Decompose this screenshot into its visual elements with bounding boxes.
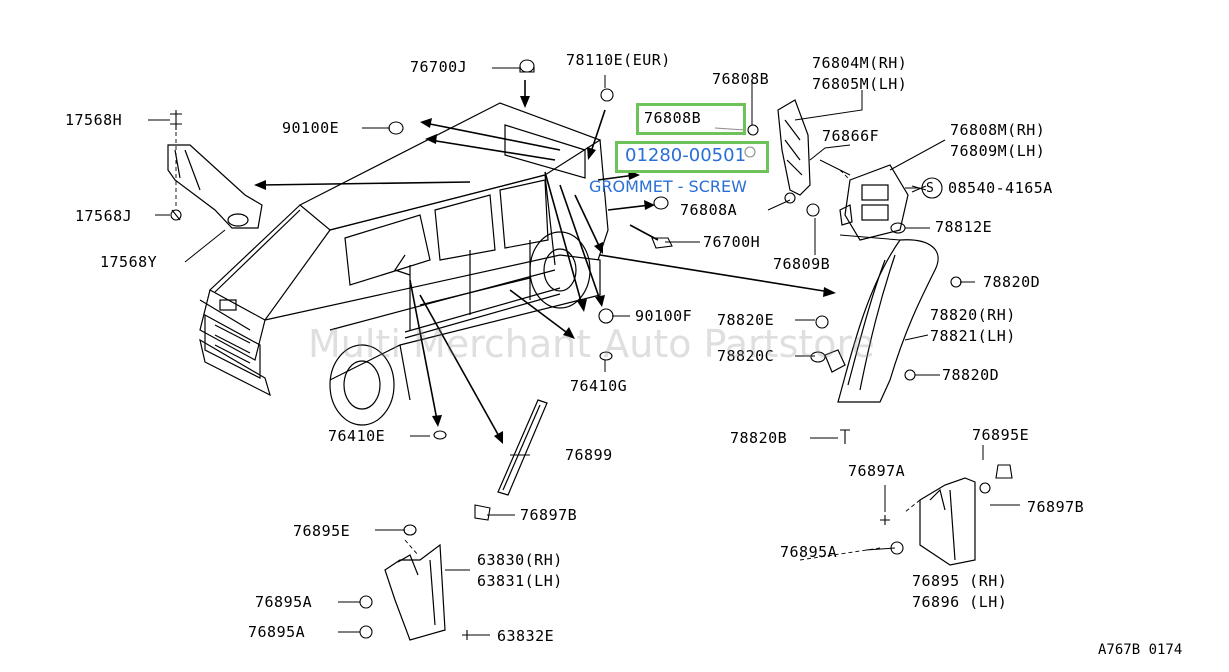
label-76805m: 76805M(LH) <box>812 75 908 93</box>
label-76895a-left-2: 76895A <box>248 623 306 641</box>
fasteners <box>170 59 1013 640</box>
highlight-box-76808b[interactable] <box>636 103 746 135</box>
label-76895a-left-1: 76895A <box>255 593 313 611</box>
mudflap-76895 <box>919 477 976 566</box>
label-76700h: 76700H <box>703 233 761 251</box>
label-17568y: 17568Y <box>100 253 158 271</box>
label-76895a-right: 76895A <box>780 543 838 561</box>
label-63831: 63831(LH) <box>477 572 563 590</box>
label-76804m: 76804M(RH) <box>812 54 908 72</box>
vehicle-body <box>199 102 609 426</box>
diagram-reference-code: A767B 0174 <box>1098 642 1183 658</box>
label-78820b: 78820B <box>730 429 788 447</box>
label-63830: 63830(RH) <box>477 551 563 569</box>
dashed-guides <box>175 132 921 561</box>
arrows <box>259 80 831 439</box>
label-08540: 08540-4165A <box>948 179 1053 197</box>
label-78820d-b: 78820D <box>942 366 1000 384</box>
watermark-text: Multi Merchant Auto Partstore <box>308 322 875 366</box>
molding-76899 <box>497 399 548 496</box>
label-76808a: 76808A <box>680 201 738 219</box>
label-76895rh: 76895 (RH) <box>912 572 1008 590</box>
mudguard-17568y <box>167 144 263 229</box>
label-76895e-left: 76895E <box>293 522 351 540</box>
label-76700j: 76700J <box>410 58 468 76</box>
label-78820rh: 78820(RH) <box>930 306 1016 324</box>
label-76866f: 76866F <box>822 127 880 145</box>
label-76808b-top: 76808B <box>712 70 770 88</box>
label-76897a: 76897A <box>848 462 906 480</box>
label-76808m: 76808M(RH) <box>950 121 1046 139</box>
label-76410e: 76410E <box>328 427 386 445</box>
label-17568j: 17568J <box>75 207 133 225</box>
label-63832e: 63832E <box>497 627 555 645</box>
label-76896lh: 76896 (LH) <box>912 593 1008 611</box>
label-78812e: 78812E <box>935 218 993 236</box>
quarter-trim-76804m <box>777 99 811 196</box>
label-76410g: 76410G <box>570 377 628 395</box>
label-76809b: 76809B <box>773 255 831 273</box>
lamp-bracket-76808m <box>839 164 909 241</box>
fender-flare-78820 <box>824 239 939 403</box>
label-76895e-right: 76895E <box>972 426 1030 444</box>
mudflap-63830 <box>384 543 446 641</box>
label-76809m: 76809M(LH) <box>950 142 1046 160</box>
label-76897b-right: 76897B <box>1027 498 1085 516</box>
grommet-description: GROMMET - SCREW <box>589 177 747 196</box>
label-78821lh: 78821(LH) <box>930 327 1016 345</box>
label-90100e: 90100E <box>282 119 340 137</box>
arrow-heads <box>254 96 836 444</box>
circled-s-mark: S <box>926 181 935 196</box>
label-76897b-left: 76897B <box>520 506 578 524</box>
label-78110e: 78110E(EUR) <box>566 51 671 69</box>
label-90100f: 90100F <box>635 307 693 325</box>
label-78820d-a: 78820D <box>983 273 1041 291</box>
label-17568h: 17568H <box>65 111 123 129</box>
leader-lines <box>148 67 1020 636</box>
label-76899: 76899 <box>565 446 613 464</box>
label-76808b-highlighted: 76808B <box>644 109 702 127</box>
label-78820c: 78820C <box>717 347 775 365</box>
highlight-box-grommet[interactable] <box>615 141 769 173</box>
label-78820e: 78820E <box>717 311 775 329</box>
grommet-part-number: 01280-00501 <box>625 145 747 166</box>
